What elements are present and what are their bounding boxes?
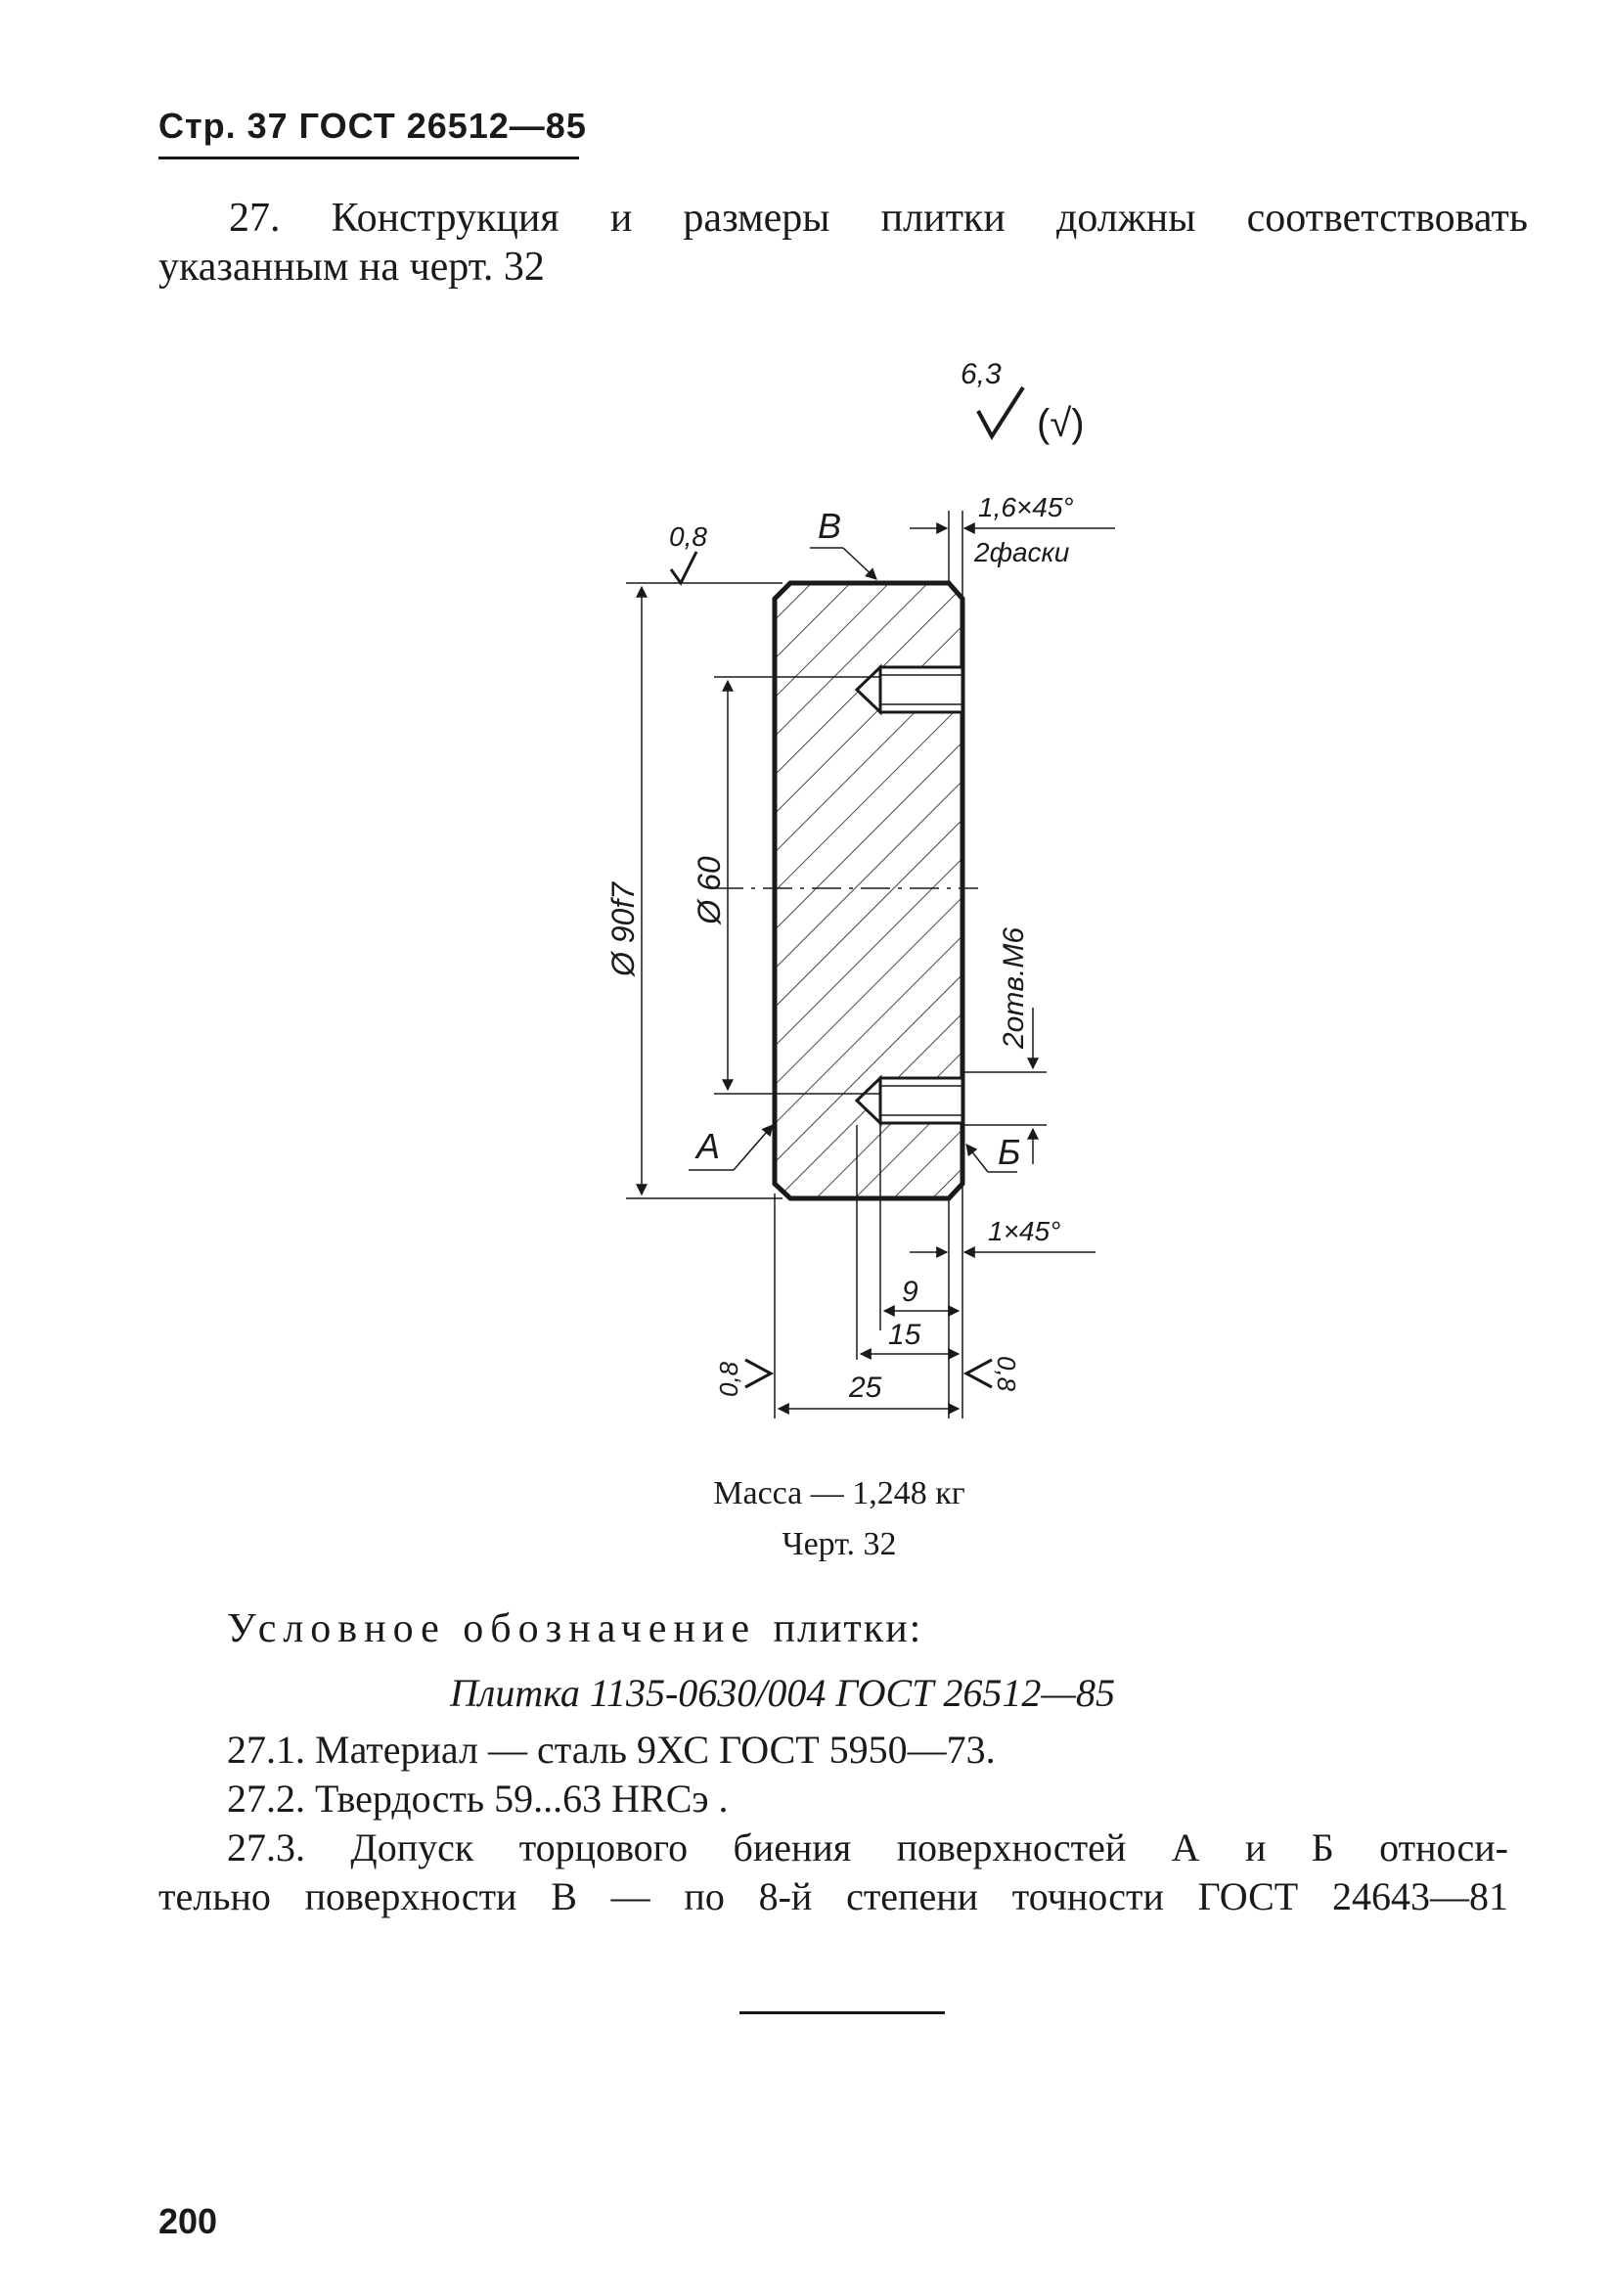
- designation-label: Условное обозначение плитки:: [227, 1604, 922, 1653]
- roughness-bottom-right-value: 0,8: [992, 1356, 1021, 1392]
- surface-a-label: А: [694, 1126, 720, 1166]
- roughness-general-value: 6,3: [961, 358, 1002, 390]
- chamfer-top-note: 2фаски: [973, 537, 1070, 567]
- dim-threads: [962, 1008, 1047, 1164]
- chamfer-top-leader: [910, 511, 1115, 599]
- dim-15-label: 15: [888, 1319, 921, 1351]
- dim-9-label: 9: [902, 1276, 918, 1308]
- threaded-hole-bottom: [878, 1076, 964, 1125]
- roughness-general-paren: (√): [1037, 402, 1085, 445]
- dim-hole-spacing-label: Ø 60: [692, 856, 727, 925]
- roughness-bottom-right-icon: [962, 1358, 993, 1389]
- item-runout-line-2: тельно поверхности В — по 8-й степени то…: [158, 1874, 1508, 1918]
- item-material: 27.1. Материал — сталь 9ХС ГОСТ 5950—73.: [227, 1728, 996, 1772]
- chamfer-bottom-label: 1×45°: [988, 1216, 1060, 1246]
- roughness-top-left-value: 0,8: [669, 521, 707, 552]
- intro-paragraph: 27. Конструкция и размеры плитки должны …: [158, 194, 1528, 292]
- roughness-top-left-icon: [669, 551, 698, 586]
- designation-value: Плитка 1135-0630/004 ГОСТ 26512—85: [450, 1671, 1115, 1715]
- figure-caption: Черт. 32: [782, 1526, 897, 1562]
- roughness-general-icon: [976, 385, 1025, 440]
- surface-b-label: В: [818, 506, 841, 546]
- intro-line-2: указанным на черт. 32: [158, 245, 545, 290]
- page-number: 200: [158, 2201, 218, 2241]
- item-hardness: 27.2. Твердость 59...63 HRCэ .: [227, 1777, 729, 1821]
- roughness-bottom-left-icon: [744, 1358, 775, 1389]
- designation-label-main: Условное обозначение: [227, 1606, 757, 1651]
- dim-outer-diameter-label: Ø 90f7: [605, 881, 641, 977]
- mass-caption: Масса — 1,248 кг: [713, 1475, 965, 1511]
- dim-hole-spacing: [714, 676, 880, 1095]
- dim-threads-label: 2отв.М6: [998, 927, 1030, 1050]
- threaded-hole-top: [878, 665, 964, 714]
- designation-label-tail: плитки:: [773, 1606, 923, 1651]
- item-runout-line-1: 27.3. Допуск торцового биения поверхност…: [227, 1825, 1508, 1869]
- technical-drawing: 6,3 (√) Ø 90f7 Ø 60 0,8 В: [605, 358, 1115, 1418]
- dim-horizontal: [774, 1123, 961, 1418]
- item-runout: 27.3. Допуск торцового биения поверхност…: [158, 1823, 1508, 1921]
- page-header: Стр. 37 ГОСТ 26512—85: [158, 106, 587, 146]
- end-rule: [739, 2011, 945, 2014]
- chamfer-top-label: 1,6×45°: [978, 492, 1074, 522]
- surface-b2-label: Б: [998, 1132, 1020, 1172]
- dim-25-label: 25: [848, 1372, 882, 1404]
- roughness-bottom-left-value: 0,8: [714, 1361, 743, 1397]
- part-section: [714, 580, 978, 1201]
- header-rule: [158, 157, 579, 159]
- intro-line-1: 27. Конструкция и размеры плитки должны …: [229, 196, 1528, 241]
- dim-outer-diameter: [626, 582, 783, 1199]
